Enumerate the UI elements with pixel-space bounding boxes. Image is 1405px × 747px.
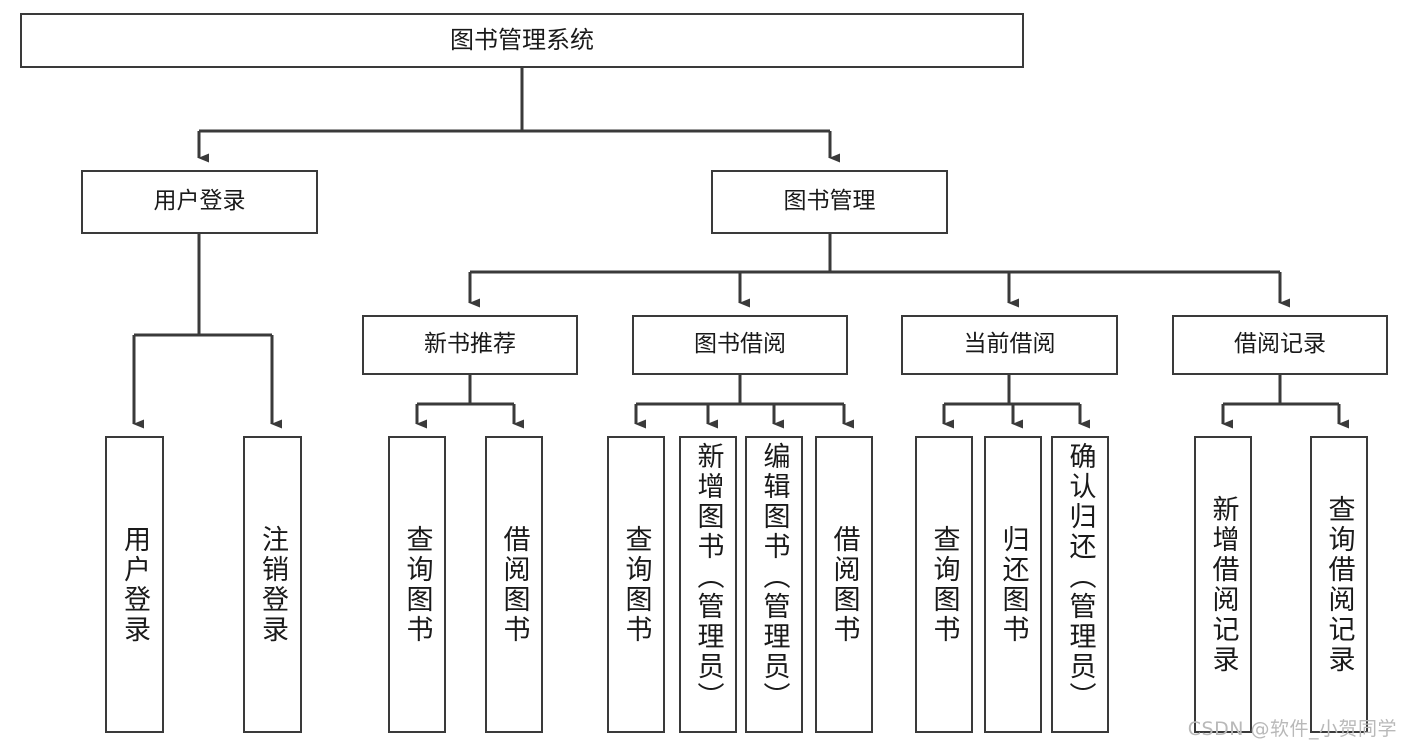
node-label: 新增借阅记录 (1207, 494, 1239, 675)
node-label: 图书借阅 (694, 331, 786, 358)
node-label: 查询图书 (928, 524, 960, 645)
node-level2-0[interactable]: 用户登录 (81, 170, 318, 234)
node-label: 确认归还（管理员） (1064, 442, 1096, 712)
node-label: 当前借阅 (963, 331, 1056, 358)
connector-borrow-record-to-leaves (1221, 375, 1349, 429)
node-label: 归还图书 (997, 524, 1029, 645)
node-leaf-0[interactable]: 用户登录 (105, 436, 164, 733)
node-label: 用户登录 (119, 524, 150, 645)
node-leaf-7[interactable]: 借阅图书 (815, 436, 873, 733)
node-leaf-1[interactable]: 注销登录 (243, 436, 302, 733)
node-leaf-9[interactable]: 归还图书 (984, 436, 1042, 733)
node-label: 查询图书 (620, 524, 652, 645)
node-label: 借阅图书 (498, 524, 530, 645)
node-label: 借阅图书 (828, 524, 860, 645)
node-label: 借阅记录 (1234, 331, 1326, 358)
node-label: 注销登录 (257, 524, 288, 645)
node-label: 查询图书 (401, 524, 433, 645)
node-leaf-5[interactable]: 新增图书（管理员） (679, 436, 737, 733)
node-leaf-12[interactable]: 查询借阅记录 (1310, 436, 1368, 733)
connector-book-manage-to-level3 (468, 234, 1290, 308)
node-label: 编辑图书（管理员） (758, 442, 790, 712)
node-label: 用户登录 (153, 188, 246, 215)
node-label: 图书管理 (783, 188, 876, 215)
node-level3-1[interactable]: 图书借阅 (632, 315, 848, 375)
node-level3-0[interactable]: 新书推荐 (362, 315, 578, 375)
node-leaf-8[interactable]: 查询图书 (915, 436, 973, 733)
node-label: 新增图书（管理员） (692, 442, 724, 712)
node-leaf-4[interactable]: 查询图书 (607, 436, 665, 733)
node-level3-3[interactable]: 借阅记录 (1172, 315, 1388, 375)
connector-new-book-to-leaves (415, 375, 524, 429)
node-leaf-6[interactable]: 编辑图书（管理员） (745, 436, 803, 733)
connector-user-login-to-leaves (132, 234, 282, 429)
node-label: 查询借阅记录 (1323, 494, 1355, 675)
node-leaf-3[interactable]: 借阅图书 (485, 436, 543, 733)
node-leaf-2[interactable]: 查询图书 (388, 436, 446, 733)
connector-current-borrow-to-leaves (942, 375, 1090, 429)
node-root-图书管理系统[interactable]: 图书管理系统 (20, 13, 1024, 68)
node-label: 新书推荐 (424, 331, 516, 358)
connector-root-to-level2 (197, 68, 840, 163)
node-leaf-10[interactable]: 确认归还（管理员） (1051, 436, 1109, 733)
node-leaf-11[interactable]: 新增借阅记录 (1194, 436, 1252, 733)
node-level3-2[interactable]: 当前借阅 (901, 315, 1118, 375)
connector-book-borrow-to-leaves (634, 375, 854, 429)
node-label: 图书管理系统 (450, 26, 594, 55)
node-level2-1[interactable]: 图书管理 (711, 170, 948, 234)
